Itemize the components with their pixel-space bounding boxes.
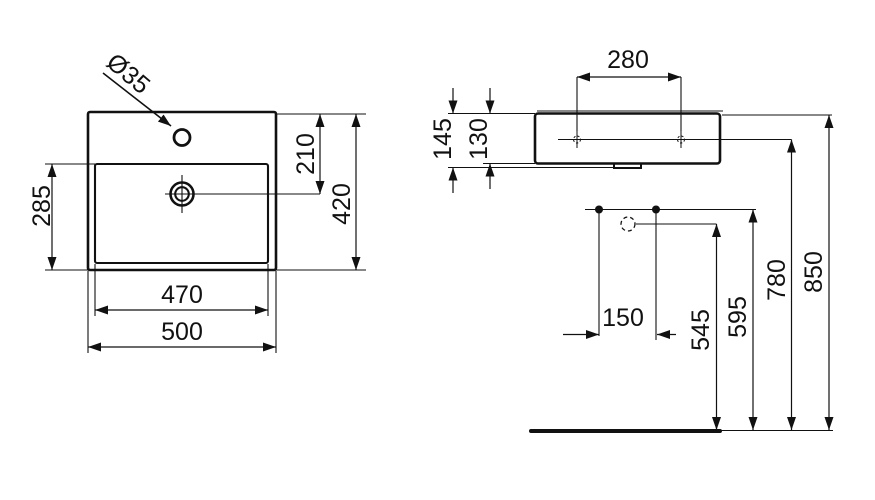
dim-fixing-spacing: 150 — [563, 304, 676, 339]
bowl-outline — [93, 162, 270, 265]
dim-overall-depth: 420 — [328, 114, 361, 270]
dim-label-faucet-diameter: Ø35 — [101, 48, 155, 100]
dim-overall-width: 500 — [88, 318, 276, 352]
dim-tap-spacing: 280 — [577, 46, 681, 82]
side-view: 280 145 130 150 545 595 — [429, 46, 834, 433]
leader-line — [102, 72, 172, 127]
basin-profile — [533, 112, 722, 165]
dim-label-850: 850 — [800, 251, 828, 293]
dim-body-height: 130 — [465, 88, 495, 189]
faucet-hole — [172, 128, 192, 147]
front-view: 285 210 420 470 500 Ø35 — [28, 48, 366, 353]
dim-bowl-front-depth: 285 — [28, 164, 57, 270]
dim-label-150: 150 — [602, 304, 644, 332]
dim-label-280: 280 — [607, 46, 649, 74]
dim-label-470: 470 — [161, 281, 203, 309]
dim-drain-offset: 210 — [292, 114, 325, 194]
outlet-circle — [620, 216, 636, 232]
dim-front-edge-height: 145 — [429, 88, 458, 193]
dim-label-420: 420 — [328, 183, 356, 225]
dim-label-545: 545 — [687, 309, 715, 351]
drain-notch — [613, 163, 642, 169]
dim-label-780: 780 — [763, 259, 791, 301]
dim-label-130: 130 — [465, 118, 493, 160]
dim-tap-height: 780 — [763, 139, 796, 430]
dim-label-595: 595 — [724, 296, 752, 338]
dim-bowl-width: 470 — [95, 281, 268, 315]
dim-rim-height: 850 — [800, 115, 834, 430]
dim-outlet-height: 545 — [687, 224, 721, 430]
dim-label-145: 145 — [429, 118, 457, 160]
dim-label-210: 210 — [292, 133, 320, 175]
dim-fixing-height: 595 — [724, 209, 758, 430]
dim-label-500: 500 — [161, 318, 203, 346]
dim-label-285: 285 — [28, 185, 56, 227]
